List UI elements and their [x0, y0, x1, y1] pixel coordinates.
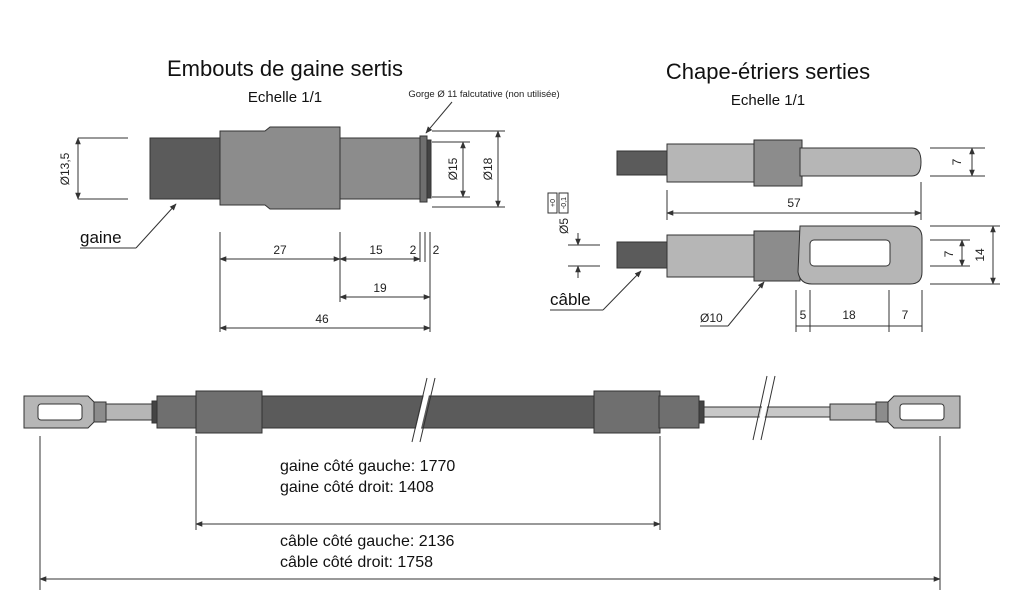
assembly-right-slot — [899, 403, 945, 421]
assembly-view: gaine côté gauche: 1770 gaine côté droit… — [23, 375, 961, 590]
cable-leader — [602, 270, 642, 311]
ferrule-tube — [339, 137, 421, 200]
label-cable: câble — [550, 290, 591, 309]
clevis-slot — [809, 239, 891, 267]
gorge-note: Gorge Ø 11 falcutative (non utilisée) — [408, 89, 559, 100]
dim-dia-10: Ø10 — [700, 311, 723, 325]
assembly-left-crimp — [195, 390, 263, 434]
cable-left-length: câble côté gauche: 2136 — [280, 533, 454, 550]
end-groove — [426, 139, 432, 199]
dim-27: 27 — [273, 243, 287, 257]
crimp-ferrule — [219, 126, 341, 210]
left-view-scale: Echelle 1/1 — [248, 89, 322, 106]
dim-46: 46 — [315, 312, 329, 326]
assembly-sheath — [261, 395, 597, 429]
dim-2b: 2 — [433, 243, 440, 257]
dim-5: 5 — [800, 308, 807, 322]
cable-break-line-1 — [752, 375, 768, 441]
top-clevis-blade — [799, 147, 922, 177]
dim-18: 18 — [842, 308, 856, 322]
dim-2a: 2 — [410, 243, 417, 257]
dim-15: 15 — [369, 243, 383, 257]
assembly-right-crimp — [593, 390, 661, 434]
cable-break-line-2 — [760, 375, 776, 441]
bottom-crimp-sleeve — [666, 234, 756, 278]
top-cable — [616, 150, 670, 176]
bottom-crimp-band — [753, 230, 801, 282]
dim-dia-13-5: Ø13,5 — [58, 152, 72, 185]
tolerance-box-left — [547, 192, 558, 214]
gaine-leader — [135, 203, 177, 249]
dia10-leader — [727, 281, 765, 327]
assembly-left-sleeve — [105, 403, 153, 421]
dim-7-bottom: 7 — [902, 308, 909, 322]
gaine-right-length: gaine côté droit: 1408 — [280, 479, 434, 496]
sheath-end-view: Embouts de gaine sertis Echelle 1/1 Gorg… — [58, 56, 560, 332]
top-crimp-sleeve — [666, 143, 756, 183]
assembly-left-collar — [151, 400, 158, 424]
clevis-view: Chape-étriers serties Echelle 1/1 7 57 Ø… — [547, 59, 1000, 332]
dim-19: 19 — [373, 281, 387, 295]
sheath-body — [149, 137, 223, 200]
assembly-right-sleeve — [829, 403, 877, 421]
assembly-right-tube — [658, 395, 700, 429]
bottom-cable — [616, 241, 670, 269]
assembly-left-slot — [37, 403, 83, 421]
right-view-scale: Echelle 1/1 — [731, 92, 805, 109]
right-view-title: Chape-étriers serties — [666, 59, 870, 84]
tolerance-box-right — [558, 192, 569, 214]
dim-7-side: 7 — [942, 250, 956, 257]
dim-7-top: 7 — [950, 158, 964, 165]
dim-57: 57 — [787, 196, 801, 210]
sheath-break-gap — [412, 379, 433, 444]
top-crimp-band — [753, 139, 803, 187]
dim-dia-15: Ø15 — [446, 157, 460, 180]
left-view-title: Embouts de gaine sertis — [167, 56, 403, 81]
label-gaine: gaine — [80, 228, 122, 247]
tolerance-minus: -0,1 — [561, 197, 568, 209]
dim-14: 14 — [973, 248, 987, 262]
tolerance-plus: +0 — [550, 199, 557, 207]
sheath-break-line-2 — [419, 377, 436, 443]
assembly-left-tube — [156, 395, 198, 429]
cable-break-gap — [754, 377, 774, 441]
cable-right-length: câble côté droit: 1758 — [280, 554, 433, 571]
gaine-left-length: gaine côté gauche: 1770 — [280, 458, 455, 475]
assembly-right-collar — [698, 400, 705, 424]
assembly-right-band — [875, 401, 889, 423]
dim-dia-5: Ø5 — [557, 218, 571, 234]
sheath-break-line-1 — [411, 377, 428, 443]
end-collar — [419, 135, 428, 203]
assembly-left-band — [93, 401, 107, 423]
dim-dia-18: Ø18 — [481, 157, 495, 180]
gorge-leader — [425, 101, 453, 134]
